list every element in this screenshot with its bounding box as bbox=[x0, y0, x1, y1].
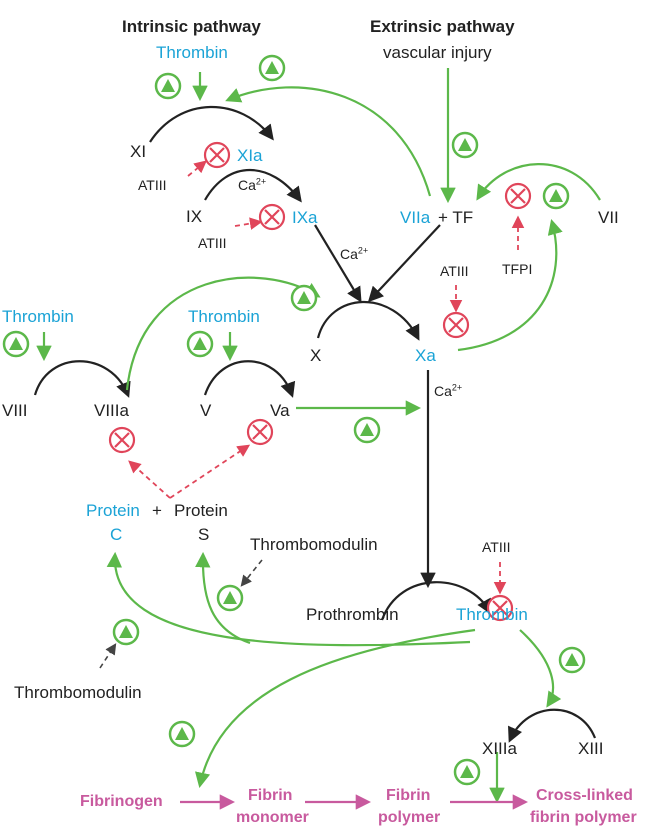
cross-in-circle-icon bbox=[486, 594, 514, 622]
activation-arrows bbox=[36, 68, 601, 804]
factor-vii-label: VII bbox=[598, 208, 619, 227]
arrow-atiii-to-ixa-inhibitor bbox=[234, 217, 263, 230]
protein-c-label-line1: Protein bbox=[86, 501, 140, 520]
reaction-arrows bbox=[33, 105, 597, 743]
cross-in-circle-icon bbox=[258, 203, 286, 231]
triangle-in-circle-icon bbox=[258, 54, 286, 82]
arrow-xa-to-vii bbox=[457, 219, 563, 352]
triangle-in-circle-icon bbox=[453, 758, 481, 786]
thrombomodulin-bottom-label: Thrombomodulin bbox=[14, 683, 142, 702]
arrow-xi-to-xia bbox=[149, 105, 274, 143]
cross-in-circle-icon bbox=[246, 418, 274, 446]
calcium-xa-label: Ca2+ bbox=[434, 382, 463, 399]
arrow-thrombin-to-xiii bbox=[519, 629, 562, 708]
factor-ix-label: IX bbox=[186, 207, 203, 226]
inhibition-arrows bbox=[128, 160, 525, 595]
factor-xi-label: XI bbox=[130, 142, 147, 161]
arrow-atiii-to-xia-inhibitor bbox=[187, 160, 207, 177]
arrow-thrombin-to-protein-s bbox=[195, 551, 251, 645]
arrow-viia-to-xi bbox=[225, 86, 432, 197]
intrinsic-pathway-title: Intrinsic pathway bbox=[122, 17, 261, 36]
atiii-xa-label: ATIII bbox=[440, 263, 469, 279]
factor-xiiia-label: XIIIa bbox=[482, 739, 517, 758]
arrow-protein-c-to-viiia-inhibitor bbox=[128, 460, 171, 499]
triangle-in-circle-icon bbox=[2, 330, 30, 358]
factor-ixa-label: IXa bbox=[292, 208, 318, 227]
arrow-thrombin-to-fibrinogen bbox=[195, 628, 476, 789]
tfpi-label: TFPI bbox=[502, 261, 533, 277]
factor-viiia-label: VIIIa bbox=[94, 401, 129, 420]
inhibition-icons bbox=[108, 141, 532, 622]
arrow-ixa-to-x bbox=[314, 224, 362, 303]
factor-xa-label: Xa bbox=[415, 346, 436, 365]
thrombin-viii-label: Thrombin bbox=[2, 307, 74, 326]
triangle-in-circle-icon bbox=[558, 646, 586, 674]
thrombin-v-label: Thrombin bbox=[188, 307, 260, 326]
fibrin-monomer-label-line1: Fibrin bbox=[248, 787, 293, 804]
cross-in-circle-icon bbox=[442, 311, 470, 339]
cross-in-circle-icon bbox=[108, 426, 136, 454]
activation-icons bbox=[2, 54, 586, 786]
atiii-thrombin-label: ATIII bbox=[482, 539, 511, 555]
arrow-viia-to-x bbox=[367, 224, 441, 303]
calcium-ix-label: Ca2+ bbox=[238, 176, 267, 193]
arrow-ix-to-ixa bbox=[204, 168, 302, 203]
factor-x-label: X bbox=[310, 346, 322, 365]
triangle-in-circle-icon bbox=[451, 131, 479, 159]
triangle-in-circle-icon bbox=[112, 618, 140, 646]
fibrin-monomer-label-line2: monomer bbox=[236, 809, 309, 826]
triangle-in-circle-icon bbox=[168, 720, 196, 748]
triangle-in-circle-icon bbox=[154, 72, 182, 100]
arrow-xiii-to-xiiia bbox=[508, 708, 597, 743]
factor-xiii-label: XIII bbox=[578, 739, 604, 758]
arrow-vii-loop bbox=[476, 163, 601, 201]
arrow-thrombomodulin-bottom bbox=[99, 643, 117, 669]
arrow-thrombin-to-protein-c bbox=[106, 551, 471, 647]
factor-viii-label: VIII bbox=[2, 401, 28, 420]
factor-viia-label: VIIa bbox=[400, 208, 431, 227]
protein-c-label-line2: C bbox=[110, 525, 123, 544]
plus-sign-label: + bbox=[152, 501, 162, 520]
prothrombin-label: Prothrombin bbox=[306, 605, 399, 624]
factor-va-label: Va bbox=[270, 401, 290, 420]
factor-v-label: V bbox=[200, 401, 212, 420]
arrow-prothrombin-to-thrombin bbox=[380, 581, 492, 621]
arrow-viiia-to-x bbox=[125, 276, 321, 391]
triangle-in-circle-icon bbox=[542, 182, 570, 210]
arrow-protein-c-to-va-inhibitor bbox=[169, 444, 251, 499]
arrow-viii-to-viiia bbox=[33, 360, 131, 398]
atiii-ixa-label: ATIII bbox=[198, 235, 227, 251]
triangle-in-circle-icon bbox=[353, 416, 381, 444]
calcium-x-label: Ca2+ bbox=[340, 245, 369, 262]
arrow-x-to-xa bbox=[316, 300, 420, 341]
triangle-in-circle-icon bbox=[216, 584, 244, 612]
thrombin-main-label: Thrombin bbox=[456, 605, 528, 624]
cross-in-circle-icon bbox=[504, 182, 532, 210]
atiii-xia-label: ATIII bbox=[138, 177, 167, 193]
fibrin-polymer-label-line2: polymer bbox=[378, 809, 441, 826]
fibrin-polymer-label-line1: Fibrin bbox=[386, 787, 431, 804]
thrombin-top-label: Thrombin bbox=[156, 43, 228, 62]
plus-tf-label: + TF bbox=[438, 208, 474, 227]
arrow-thrombomodulin-top bbox=[240, 559, 263, 587]
vascular-injury-label: vascular injury bbox=[383, 43, 492, 62]
thrombomodulin-arrows bbox=[99, 559, 263, 669]
arrow-v-to-va bbox=[203, 360, 296, 398]
thrombomodulin-top-label: Thrombomodulin bbox=[250, 535, 378, 554]
triangle-in-circle-icon bbox=[290, 284, 318, 312]
protein-s-label-line1: Protein bbox=[174, 501, 228, 520]
protein-s-label-line2: S bbox=[198, 525, 210, 544]
triangle-in-circle-icon bbox=[186, 330, 214, 358]
crosslinked-label-line2: fibrin polymer bbox=[530, 809, 637, 826]
fibrinogen-label: Fibrinogen bbox=[80, 793, 163, 810]
cross-in-circle-icon bbox=[203, 141, 231, 169]
factor-xia-label: XIa bbox=[237, 146, 263, 165]
extrinsic-pathway-title: Extrinsic pathway bbox=[370, 17, 515, 36]
crosslinked-label-line1: Cross-linked bbox=[536, 787, 633, 804]
